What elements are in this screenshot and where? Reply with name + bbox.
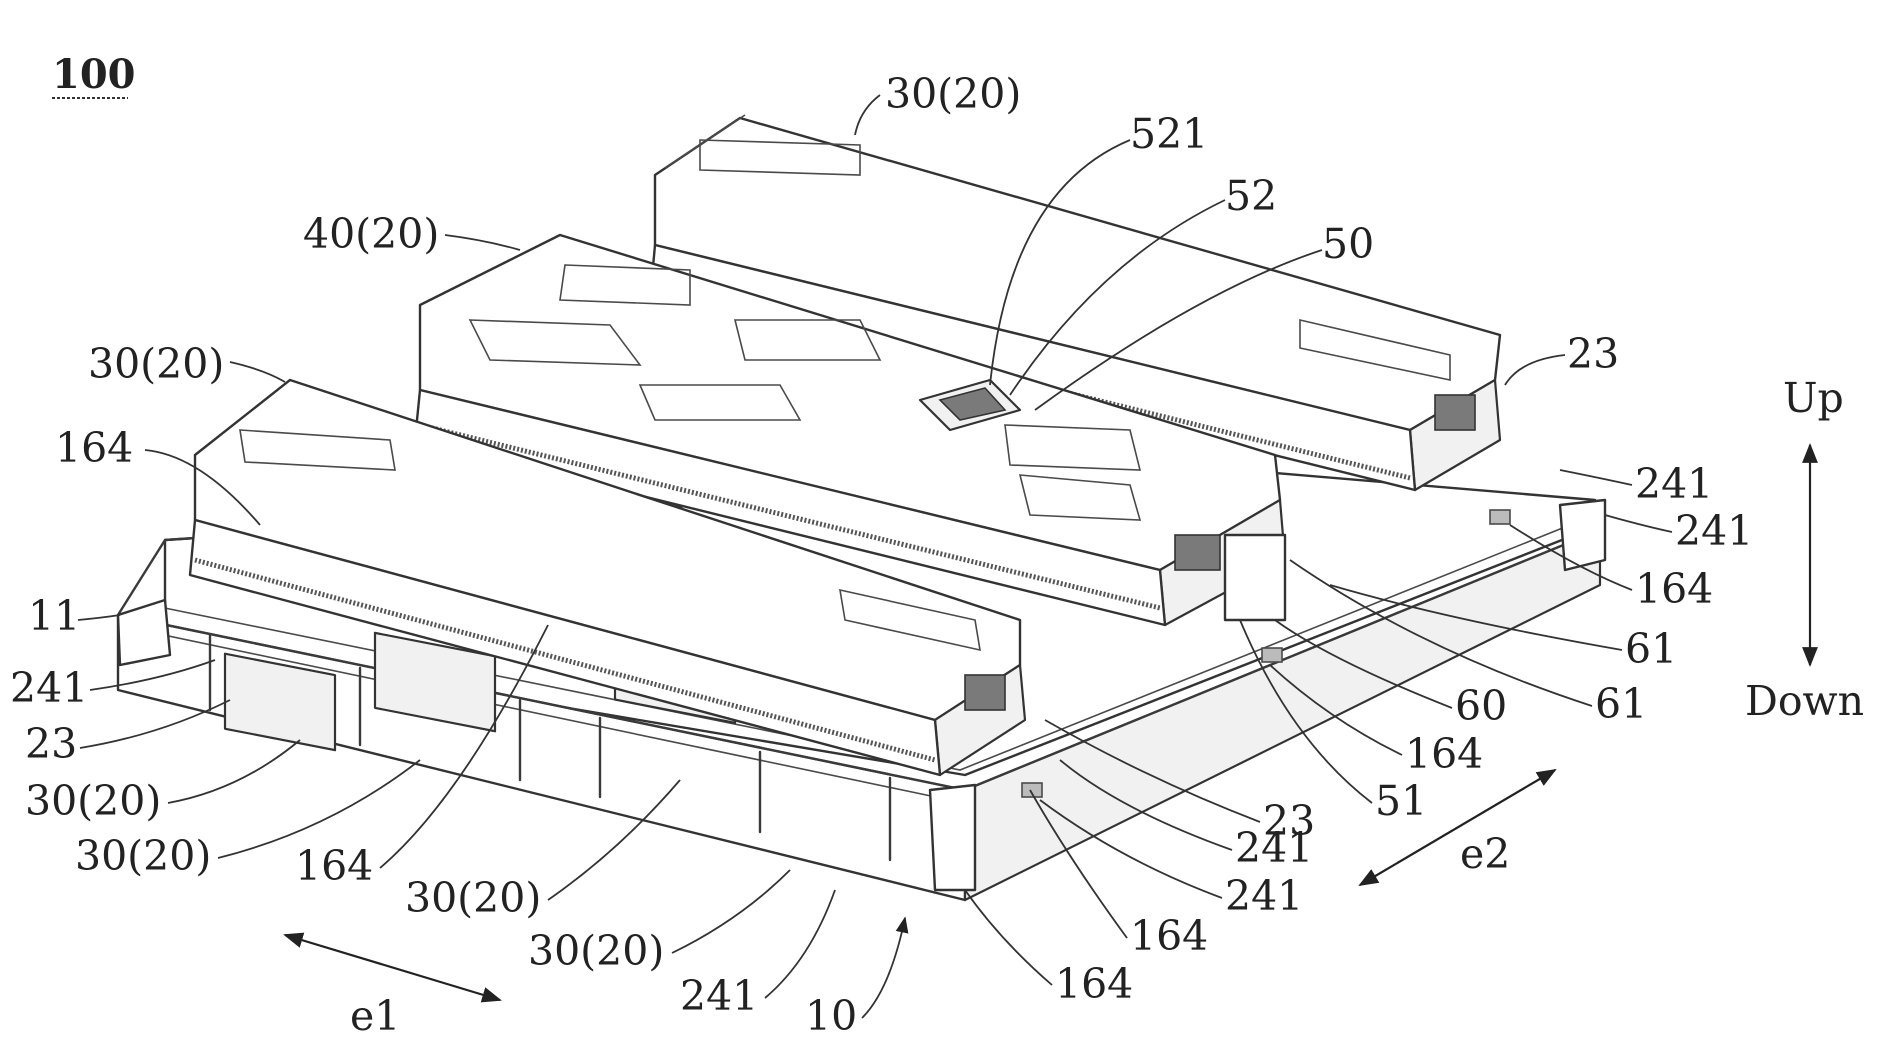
label-30-20-top: 30(20) <box>885 70 1021 118</box>
label-30-20-left: 30(20) <box>88 340 224 388</box>
label-164-left: 164 <box>55 424 133 472</box>
label-40-20: 40(20) <box>303 210 439 258</box>
figure-number: 100 <box>52 51 136 98</box>
direction-e1-label: e1 <box>350 992 400 1037</box>
label-521: 521 <box>1130 110 1208 158</box>
label-10: 10 <box>805 992 857 1037</box>
label-61-a: 61 <box>1625 625 1677 673</box>
label-61-b: 61 <box>1595 680 1647 728</box>
label-241-b: 241 <box>680 972 758 1020</box>
direction-down-label: Down <box>1745 677 1864 725</box>
label-50: 50 <box>1322 220 1374 268</box>
label-23-right: 23 <box>1567 330 1619 378</box>
e1-arrow <box>285 935 500 1000</box>
label-241-left: 241 <box>10 664 88 712</box>
direction-up-label: Up <box>1783 374 1844 422</box>
label-51: 51 <box>1375 777 1427 825</box>
label-241-r2: 241 <box>1675 507 1753 555</box>
label-164-mid: 164 <box>1405 730 1483 778</box>
label-30-20-b4: 30(20) <box>528 927 664 975</box>
label-30-20-b2: 30(20) <box>75 832 211 880</box>
label-164-b2: 164 <box>1130 912 1208 960</box>
label-30-20-b1: 30(20) <box>25 777 161 825</box>
label-11: 11 <box>28 592 80 640</box>
label-60: 60 <box>1455 682 1507 730</box>
label-23-left: 23 <box>25 720 77 768</box>
label-164-b1: 164 <box>295 842 373 890</box>
label-164-r1: 164 <box>1635 565 1713 613</box>
direction-e2-label: e2 <box>1460 830 1510 878</box>
label-241-r1: 241 <box>1635 460 1713 508</box>
label-164-b3: 164 <box>1055 960 1133 1008</box>
label-241-m1: 241 <box>1235 824 1313 872</box>
label-52: 52 <box>1225 172 1277 220</box>
label-241-m2: 241 <box>1225 872 1303 920</box>
label-30-20-b3: 30(20) <box>405 874 541 922</box>
